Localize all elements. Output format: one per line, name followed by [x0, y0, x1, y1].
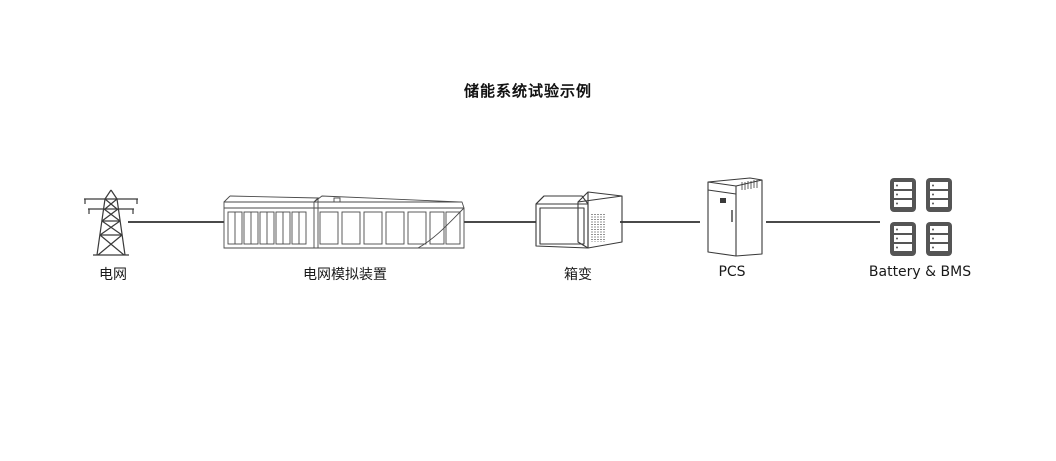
node-label-grid: 电网: [99, 267, 127, 283]
grid-simulator-container-icon: [222, 194, 466, 250]
connector-grid-to-simulator: [128, 221, 224, 223]
node-label-grid-simulator: 电网模拟装置: [303, 267, 387, 283]
diagram-title: 储能系统试验示例: [463, 82, 592, 100]
box-transformer-icon: [532, 190, 624, 252]
connector-transformer-to-pcs: [620, 221, 700, 223]
battery-rack-icon: [888, 176, 956, 260]
node-label-pcs: PCS: [718, 264, 746, 280]
connector-simulator-to-transformer: [464, 221, 536, 223]
node-label-box-transformer: 箱变: [564, 267, 592, 283]
transmission-tower-icon: [82, 189, 140, 257]
pcs-cabinet-icon: [700, 176, 770, 258]
connector-pcs-to-battery: [766, 221, 880, 223]
node-label-battery-bms: Battery & BMS: [868, 264, 972, 280]
